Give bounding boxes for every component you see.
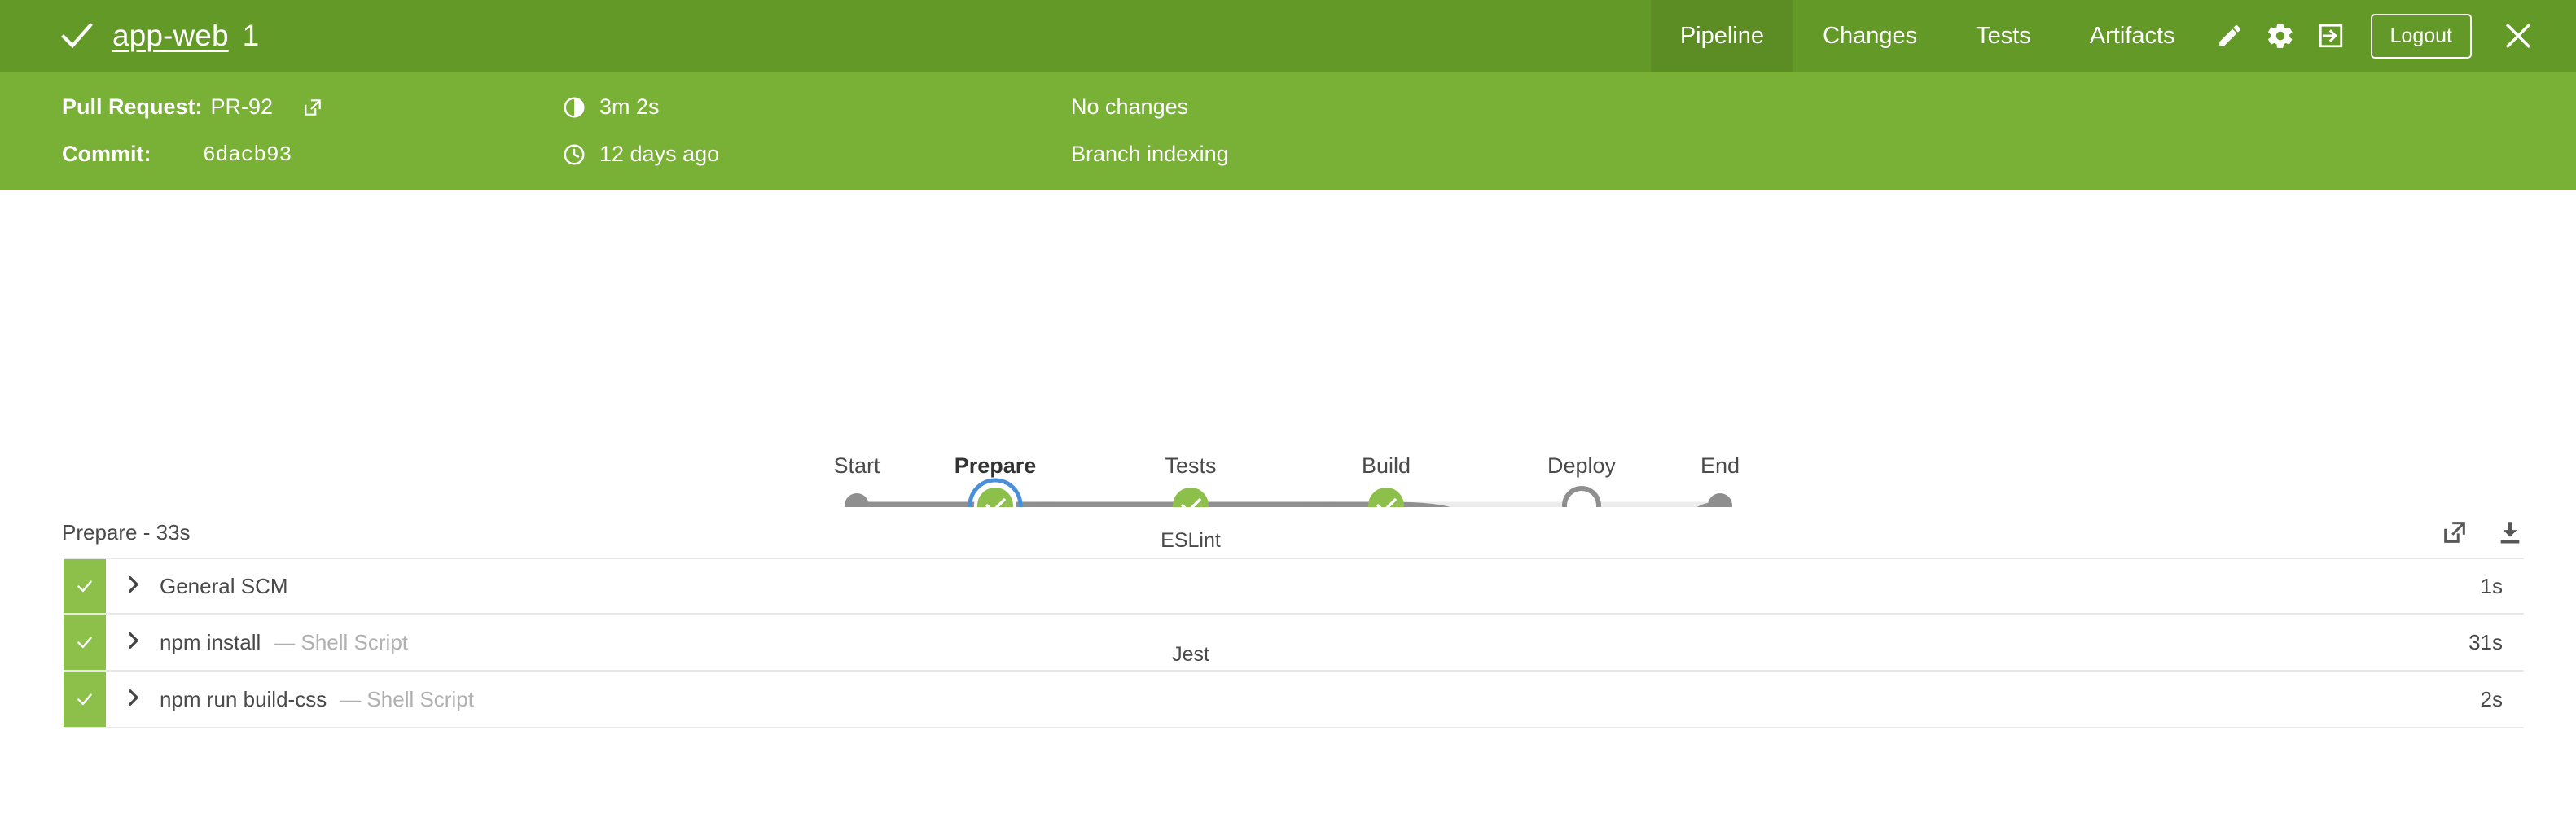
tab-tests[interactable]: Tests bbox=[1976, 22, 2031, 49]
pull-request-value: PR-92 bbox=[210, 94, 274, 119]
chevron-right-icon[interactable] bbox=[125, 575, 142, 597]
tab-artifacts[interactable]: Artifacts bbox=[2089, 22, 2175, 49]
time-value: 12 days ago bbox=[599, 142, 720, 166]
commit-label: Commit: bbox=[62, 142, 151, 166]
table-row[interactable]: npm install — Shell Script 31s bbox=[64, 615, 2524, 672]
stage-label-end[interactable]: End bbox=[1700, 453, 1740, 478]
stage-label-tests[interactable]: Tests bbox=[1165, 453, 1217, 478]
external-link-icon[interactable] bbox=[2441, 518, 2468, 546]
changes-text: No changes bbox=[1071, 94, 1189, 119]
pipeline-graph-svg bbox=[845, 478, 1732, 507]
app-header: app-web 1 Pipeline Changes Tests Artifac… bbox=[0, 0, 2576, 72]
step-status-success bbox=[64, 615, 106, 670]
step-status-success bbox=[64, 672, 106, 727]
step-duration: 1s bbox=[2480, 573, 2503, 598]
tab-changes[interactable]: Changes bbox=[1823, 22, 1918, 49]
download-icon[interactable] bbox=[2496, 518, 2524, 546]
clock-icon bbox=[562, 142, 586, 167]
gear-icon[interactable] bbox=[2255, 11, 2306, 61]
step-kind: — Shell Script bbox=[340, 686, 474, 711]
step-status-success bbox=[64, 559, 106, 613]
time-row: 12 days ago bbox=[562, 131, 719, 178]
step-name: npm install bbox=[160, 629, 261, 654]
duration-row: 3m 2s bbox=[562, 84, 719, 131]
edit-icon[interactable] bbox=[2205, 11, 2255, 61]
pull-request-label: Pull Request: bbox=[62, 94, 203, 119]
node-start bbox=[845, 493, 869, 507]
run-number: 1 bbox=[242, 19, 260, 52]
pipeline-graph: Start Prepare Tests Build Deploy End ESL… bbox=[0, 190, 2576, 666]
table-row[interactable]: npm run build-css — Shell Script 2s bbox=[64, 672, 2524, 728]
chevron-right-icon[interactable] bbox=[125, 632, 142, 654]
steps-header-actions bbox=[2441, 507, 2524, 558]
parallel-label-jest[interactable]: Jest bbox=[1172, 643, 1209, 666]
cause-row: Branch indexing bbox=[1071, 131, 1229, 178]
stage-label-deploy[interactable]: Deploy bbox=[1547, 453, 1617, 478]
pull-request-row: Pull Request: PR-92 bbox=[62, 84, 323, 131]
step-duration: 2s bbox=[2480, 686, 2503, 711]
header-right: Pipeline Changes Tests Artifacts Logout bbox=[1650, 0, 2576, 72]
tab-bar: Pipeline Changes Tests Artifacts bbox=[1650, 0, 2205, 72]
step-main: npm run build-css — Shell Script bbox=[106, 672, 2481, 727]
check-icon bbox=[59, 18, 94, 54]
duration-icon bbox=[562, 95, 586, 120]
meta-timing-column: 3m 2s 12 days ago bbox=[562, 84, 719, 178]
logout-button[interactable]: Logout bbox=[2370, 13, 2472, 59]
step-main: npm install — Shell Script bbox=[106, 615, 2468, 670]
stage-label-prepare[interactable]: Prepare bbox=[954, 453, 1037, 478]
step-name: General SCM bbox=[160, 573, 288, 598]
header-identity: app-web 1 bbox=[0, 0, 1651, 72]
steps-list: General SCM 1s npm install — Shell Scrip… bbox=[0, 558, 2576, 728]
parallel-label-eslint[interactable]: ESLint bbox=[1161, 529, 1221, 552]
chevron-right-icon[interactable] bbox=[125, 689, 142, 711]
external-link-icon[interactable] bbox=[302, 97, 323, 118]
commit-row: Commit: 6dacb93 bbox=[62, 131, 323, 178]
branch-link[interactable]: app-web bbox=[112, 19, 229, 52]
table-row[interactable]: General SCM 1s bbox=[64, 558, 2524, 615]
changes-row: No changes bbox=[1071, 84, 1229, 131]
run-meta-bar: Pull Request: PR-92 Commit: 6dacb93 bbox=[0, 72, 2576, 190]
page-title: app-web bbox=[112, 19, 229, 53]
meta-source-column: Pull Request: PR-92 Commit: 6dacb93 bbox=[62, 84, 323, 178]
commit-value: 6dacb93 bbox=[203, 142, 292, 167]
close-icon[interactable] bbox=[2493, 11, 2543, 61]
step-main: General SCM bbox=[106, 559, 2481, 613]
tab-pipeline[interactable]: Pipeline bbox=[1650, 0, 1793, 72]
header-action-icons: Logout bbox=[2205, 0, 2576, 72]
step-name: npm run build-css bbox=[160, 686, 327, 711]
stage-label-start[interactable]: Start bbox=[833, 453, 880, 478]
node-end bbox=[1708, 493, 1732, 507]
steps-header: Prepare - 33s bbox=[0, 507, 2576, 558]
stage-label-build[interactable]: Build bbox=[1361, 453, 1411, 478]
meta-changes-column: No changes Branch indexing bbox=[1071, 84, 1229, 178]
step-duration: 31s bbox=[2468, 629, 2503, 654]
duration-value: 3m 2s bbox=[599, 94, 660, 119]
login-icon[interactable] bbox=[2306, 11, 2356, 61]
step-kind: — Shell Script bbox=[274, 629, 409, 654]
steps-title: Prepare - 33s bbox=[62, 519, 191, 545]
cause-text: Branch indexing bbox=[1071, 142, 1229, 166]
